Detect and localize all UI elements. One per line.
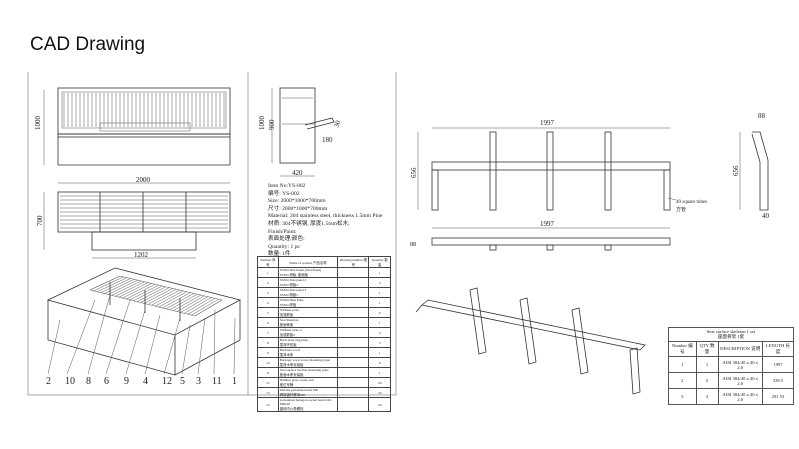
svg-text:1997: 1997 [540,220,555,228]
svg-text:900: 900 [268,119,276,130]
parts-list-table: Number 序号 Name of product 产品名称 Drawing n… [257,256,391,412]
dim-front-width: 2000 [136,176,151,184]
seat-slat [122,283,152,299]
seat-slat [147,289,177,305]
callout-1: 1 [232,376,237,387]
callout-5: 5 [180,376,185,387]
svg-text:1202: 1202 [134,251,149,259]
seat-slat [111,280,142,296]
seat-slat [115,281,145,297]
seat-slat [173,294,202,311]
svg-text:1000: 1000 [258,116,266,131]
seat-slat [133,285,163,301]
svg-text:700: 700 [36,215,44,226]
callout-4: 4 [143,376,148,387]
seat-slat [187,298,216,315]
seat-slat [93,276,124,292]
seat-slat [126,284,156,300]
skeleton-side-view: 88 656 40 [732,112,770,220]
svg-text:656: 656 [732,165,740,176]
skeleton-front-view: 1997 656 40 square tubes 方管 [410,119,707,213]
callout-3: 3 [196,376,201,387]
seat-slat [129,284,159,301]
seat-slat [100,278,131,293]
seat-slat [118,282,149,298]
seat-slat [151,289,180,306]
seat-slat [158,291,187,308]
dim-front-height: 1000 [34,116,42,131]
seat-slat [194,299,223,317]
seat-slat [136,286,166,302]
callout-9: 9 [124,376,129,387]
callout-10: 10 [65,376,75,387]
seat-slat [169,293,198,310]
svg-text:420: 420 [292,169,303,177]
svg-text:40: 40 [762,212,770,220]
svg-text:方管: 方管 [676,206,686,213]
skeleton-top-view: 1997 88 [410,220,671,251]
seat-slat [176,295,205,312]
svg-text:656: 656 [410,167,418,178]
svg-text:180: 180 [322,136,333,144]
side-view: 1000 900 420 30 180 [258,87,342,177]
svg-text:88: 88 [410,242,416,248]
seat-slat [107,279,138,295]
svg-text:40 square tubes: 40 square tubes [676,200,707,205]
callout-11: 11 [212,376,222,387]
svg-text:88: 88 [758,112,766,120]
svg-text:1997: 1997 [540,119,555,127]
callout-12: 12 [162,376,172,387]
top-view: 700 1202 [36,191,231,259]
seat-slat [155,290,184,307]
seat-slat [144,288,173,304]
callout-6: 6 [104,376,109,387]
seat-slat [104,279,135,294]
seat-slat [184,297,212,314]
callout-8: 8 [86,376,91,387]
skeleton-isometric-view [415,287,646,395]
seat-slat [89,275,121,291]
seat-slat [162,292,191,309]
seat-slat [140,287,170,303]
seat-slat [180,296,209,313]
seat-slat [191,298,219,316]
seat-slat [97,277,128,293]
slide-title: CAD Drawing [30,34,146,55]
front-view: 1000 2000 [34,87,231,184]
svg-text:30: 30 [332,119,342,129]
callout-2: 2 [46,376,51,387]
